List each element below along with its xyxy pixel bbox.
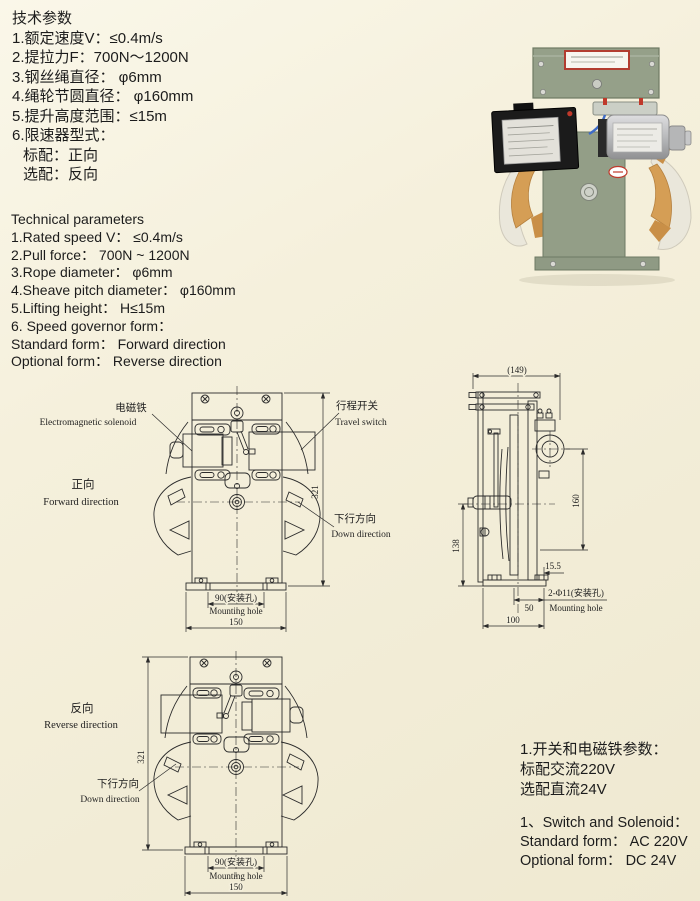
dim-100: 100 bbox=[506, 615, 520, 625]
dim-mount-hole: 90(安装孔) bbox=[215, 856, 257, 867]
cn-params-title: 技术参数 bbox=[12, 10, 73, 27]
reverse-direction-label-cn: 反向 bbox=[71, 701, 94, 715]
red-pin-icon bbox=[639, 98, 643, 105]
cn-param-line: 1.额定速度V：≤0.4m/s bbox=[12, 29, 163, 47]
linkage-bracket bbox=[592, 101, 658, 116]
en-param-line: Standard form： Forward direction bbox=[11, 335, 226, 352]
travel-switch-label-en: Travel switch bbox=[335, 418, 387, 428]
column-bolt-icon bbox=[580, 183, 598, 201]
forward-view-drawing: 321 90(安装孔) Mounting hole 150 电磁铁 Electr… bbox=[40, 386, 391, 632]
switch-param-en-line: Standard form： AC 220V bbox=[520, 834, 688, 850]
housing-screw-icon bbox=[648, 89, 654, 95]
solenoid-label-en: Electromagnetic solenoid bbox=[40, 418, 137, 428]
cn-param-line: 标配：正向 bbox=[23, 146, 99, 164]
down-direction-label-cn: 下行方向 bbox=[97, 777, 139, 790]
reverse-view-drawing: 321 90(安装孔) Mounting hole 150 反向 Reverse… bbox=[44, 651, 319, 896]
dim-150: 150 bbox=[229, 882, 243, 892]
en-param-line: 6. Speed governor form： bbox=[11, 317, 173, 334]
travel-switch-box bbox=[491, 102, 580, 174]
forward-view-dimensions: 321 90(安装孔) Mounting hole 150 bbox=[151, 392, 340, 632]
dim-50: 50 bbox=[525, 603, 535, 613]
en-param-line: 3.Rope diameter： φ6mm bbox=[11, 264, 173, 281]
en-params-block: Technical parameters 1.Rated speed V： ≤0… bbox=[11, 211, 236, 371]
solenoid-outline bbox=[251, 698, 291, 733]
dim-mount-hole-en: Mounting hole bbox=[549, 603, 602, 613]
dim-mount-hole-en: Mounting hole bbox=[209, 871, 262, 881]
governor-base bbox=[534, 256, 660, 271]
forward-view-geometry bbox=[153, 386, 321, 613]
switch-param-cn-line: 选配直流24V bbox=[520, 781, 607, 798]
cn-param-line: 2.提拉力F：700N～1200N bbox=[12, 49, 189, 66]
reverse-view-geometry bbox=[153, 651, 319, 877]
dim-mount-hole-en: Mounting hole bbox=[209, 606, 262, 616]
side-view-geometry bbox=[464, 383, 570, 615]
travel-switch-outline bbox=[248, 431, 316, 471]
switch-param-en-line: Optional form： DC 24V bbox=[520, 853, 677, 869]
forward-direction-label-en: Forward direction bbox=[43, 497, 119, 508]
dim-160: 160 bbox=[571, 494, 581, 508]
product-photo bbox=[491, 47, 692, 286]
dim-2-phi11: 2-Φ11(安装孔) bbox=[548, 587, 604, 598]
en-param-line: 2.Pull force： 700N ~ 1200N bbox=[11, 246, 190, 263]
forward-direction-label-cn: 正向 bbox=[72, 477, 95, 491]
side-view-dimensions: (149) 160 138 15.5 50 2-Φ11(安装孔) Mountin… bbox=[451, 365, 607, 629]
base-screw-icon bbox=[640, 261, 646, 267]
switch-param-cn-line: 标配交流220V bbox=[520, 761, 616, 778]
switch-param-cn-line: 1.开关和电磁铁参数： bbox=[520, 741, 668, 758]
solenoid-cylinder bbox=[598, 114, 692, 160]
side-view-drawing: (149) 160 138 15.5 50 2-Φ11(安装孔) Mountin… bbox=[451, 365, 607, 629]
cn-param-line: 6.限速器型式： bbox=[12, 127, 115, 144]
en-param-line: 4.Sheave pitch diameter： φ160mm bbox=[11, 282, 236, 299]
cn-param-line: 5.提升高度范围：≤15m bbox=[12, 107, 167, 125]
solenoid-outline bbox=[182, 433, 224, 468]
red-button-icon bbox=[567, 111, 573, 117]
solenoid-plunger bbox=[668, 125, 686, 151]
red-pin-icon bbox=[603, 98, 607, 105]
cn-params-block: 技术参数 1.额定速度V：≤0.4m/s 2.提拉力F：700N～1200N 3… bbox=[12, 9, 193, 185]
switch-params-block: 1.开关和电磁铁参数： 标配交流220V 选配直流24V 1、Switch an… bbox=[520, 740, 688, 871]
switch-param-en-line: 1、Switch and Solenoid： bbox=[520, 815, 689, 831]
photo-shadow bbox=[519, 274, 675, 286]
product-label bbox=[564, 50, 630, 70]
cn-param-line: 3.钢丝绳直径： φ6mm bbox=[12, 68, 162, 86]
housing-screw-icon bbox=[649, 61, 655, 67]
travel-switch-label-cn: 行程开关 bbox=[336, 399, 378, 412]
dim-138: 138 bbox=[451, 539, 461, 553]
housing-bolt-icon bbox=[592, 79, 602, 89]
reverse-view-dimensions: 321 90(安装孔) Mounting hole 150 bbox=[136, 656, 288, 896]
dim-321: 321 bbox=[310, 485, 320, 499]
solenoid-label bbox=[612, 122, 663, 153]
cn-param-line: 选配：反向 bbox=[23, 166, 99, 183]
dim-149: (149) bbox=[507, 365, 527, 375]
en-param-line: Optional form： Reverse direction bbox=[11, 353, 222, 370]
housing-screw-icon bbox=[540, 89, 546, 95]
down-direction-label-en: Down direction bbox=[80, 795, 140, 805]
down-direction-label-en: Down direction bbox=[331, 530, 391, 540]
cn-param-line: 4.绳轮节圆直径： φ160mm bbox=[12, 88, 194, 105]
en-param-line: 1.Rated speed V： ≤0.4m/s bbox=[11, 228, 183, 245]
reverse-direction-label-en: Reverse direction bbox=[44, 720, 119, 731]
dim-mount-hole: 90(安装孔) bbox=[215, 592, 257, 603]
spacer bbox=[520, 800, 688, 814]
travel-switch-outline bbox=[160, 694, 223, 734]
en-params-title: Technical parameters bbox=[11, 211, 145, 227]
down-direction-label-cn: 下行方向 bbox=[334, 512, 376, 525]
en-param-line: 5.Lifting height： H≤15m bbox=[11, 299, 165, 316]
base-screw-icon bbox=[550, 261, 556, 267]
dim-321: 321 bbox=[136, 750, 146, 764]
solenoid-label-cn: 电磁铁 bbox=[115, 401, 147, 414]
housing-screw-icon bbox=[538, 61, 544, 67]
top-housing bbox=[532, 47, 660, 99]
dim-150: 150 bbox=[229, 617, 243, 627]
dim-15-5: 15.5 bbox=[545, 561, 561, 571]
